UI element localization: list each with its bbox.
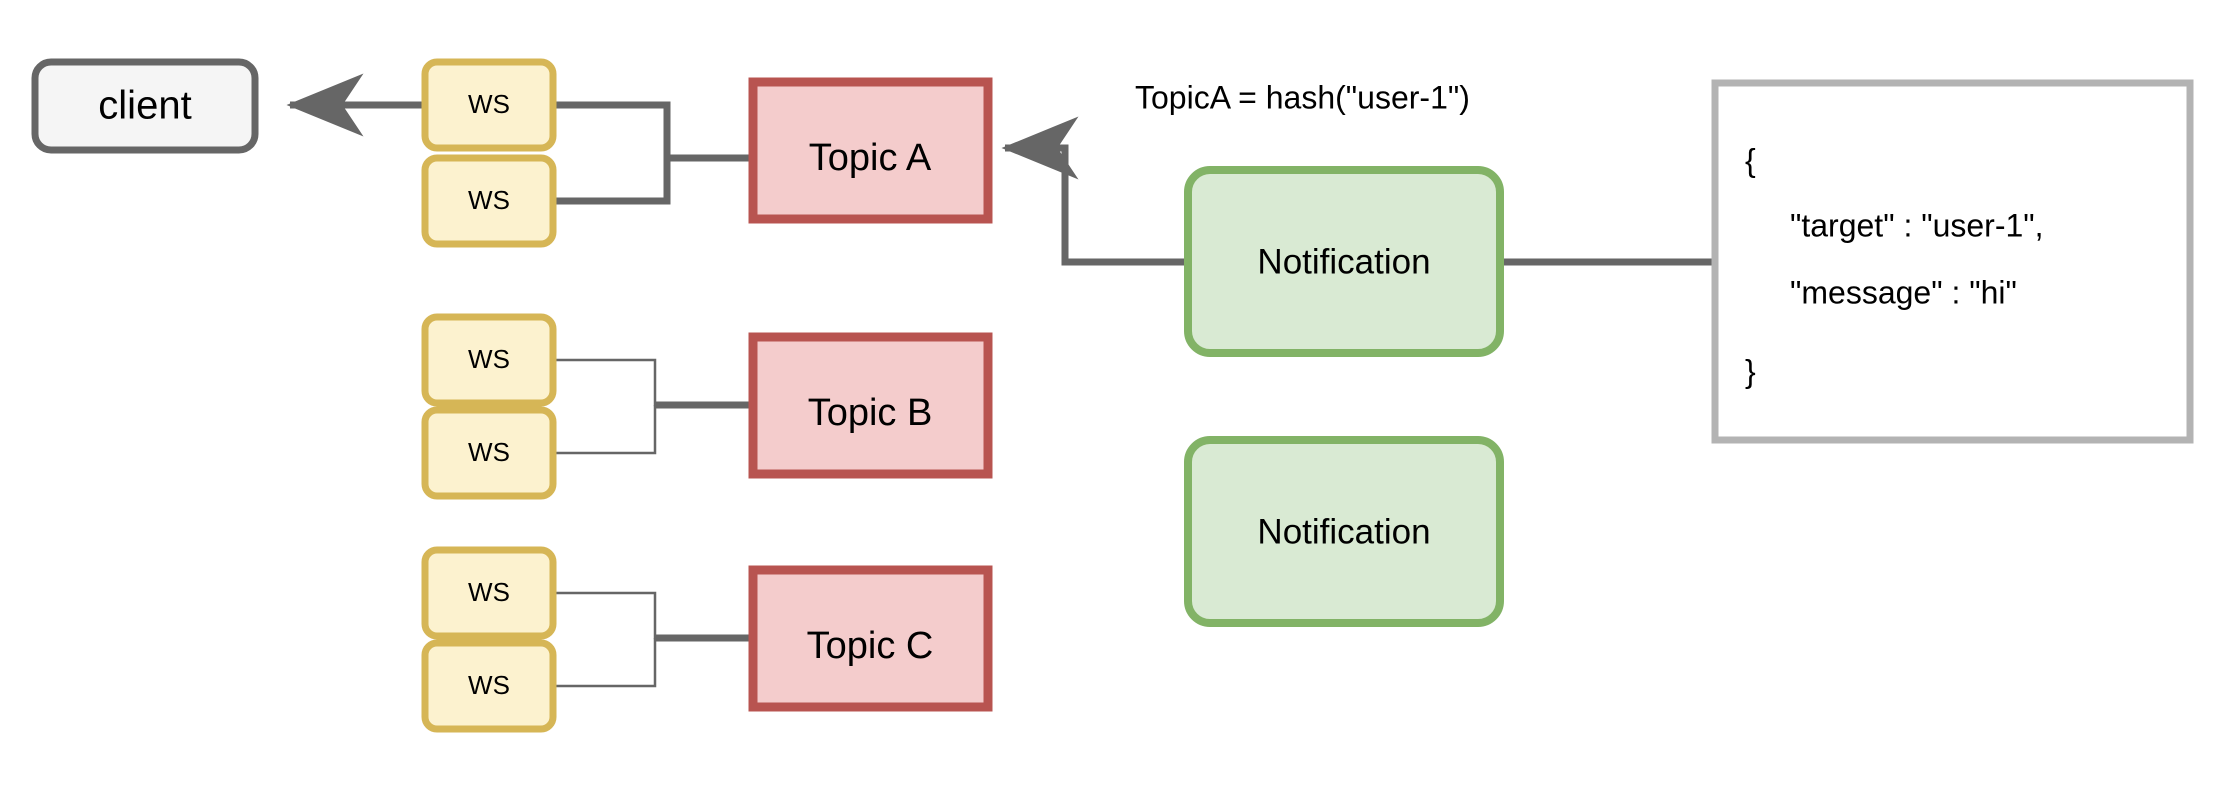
topic-label: Topic B — [808, 392, 933, 434]
ws-node-c1[interactable]: WS — [421, 546, 557, 640]
code-line-target: "target" : "user-1", — [1790, 207, 2044, 243]
ws-label: WS — [468, 344, 510, 374]
client-label: client — [98, 84, 191, 128]
ws-label: WS — [468, 670, 510, 700]
node-notification-1[interactable]: Notification — [1184, 166, 1504, 357]
group-topic-a: WS WS Topic A — [421, 58, 993, 248]
topic-box[interactable] — [748, 565, 993, 712]
notification-box[interactable] — [1184, 436, 1504, 627]
notification-label: Notification — [1257, 242, 1430, 281]
ws-label: WS — [468, 437, 510, 467]
connector-topic-b-ws-bracket — [553, 358, 753, 455]
ws-node-a1[interactable]: WS — [421, 58, 557, 152]
ws-label: WS — [468, 577, 510, 607]
topic-label: Topic A — [809, 137, 932, 179]
ws-box[interactable] — [421, 313, 557, 407]
notification-box[interactable] — [1184, 166, 1504, 357]
ws-node-b2[interactable]: WS — [421, 406, 557, 500]
ws-box[interactable] — [421, 154, 557, 248]
ws-node-b1[interactable]: WS — [421, 313, 557, 407]
group-topic-c: WS WS Topic C — [421, 546, 993, 733]
node-client[interactable]: client — [31, 58, 259, 154]
topic-node-a[interactable]: Topic A — [748, 77, 993, 224]
ws-node-a2[interactable]: WS — [421, 154, 557, 248]
topic-box[interactable] — [748, 77, 993, 224]
code-line-close-brace: } — [1745, 353, 1756, 389]
ws-label: WS — [468, 185, 510, 215]
node-payload-code-block[interactable]: { "target" : "user-1", "message" : "hi" … — [1711, 79, 2194, 444]
ws-node-c2[interactable]: WS — [421, 639, 557, 733]
topic-node-b[interactable]: Topic B — [748, 332, 993, 479]
code-block-box[interactable] — [1711, 79, 2194, 444]
topic-label: Topic C — [807, 625, 934, 667]
ws-label: WS — [468, 89, 510, 119]
code-line-message: "message" : "hi" — [1790, 274, 2017, 310]
code-line-open-brace: { — [1745, 142, 1756, 178]
node-notification-2[interactable]: Notification — [1184, 436, 1504, 627]
connector-notification-to-topic-a-arrow — [1001, 116, 1188, 266]
topic-node-c[interactable]: Topic C — [748, 565, 993, 712]
topic-hash-caption: TopicA = hash("user-1") — [1135, 79, 1470, 115]
ws-box[interactable] — [421, 546, 557, 640]
client-box[interactable] — [31, 58, 259, 154]
notification-label: Notification — [1257, 512, 1430, 551]
topic-box[interactable] — [748, 332, 993, 479]
connector-topic-a-ws-bracket — [553, 101, 753, 205]
ws-box[interactable] — [421, 406, 557, 500]
ws-box[interactable] — [421, 58, 557, 152]
group-topic-b: WS WS Topic B — [421, 313, 993, 500]
ws-box[interactable] — [421, 639, 557, 733]
connector-topic-c-ws-bracket — [553, 591, 753, 688]
